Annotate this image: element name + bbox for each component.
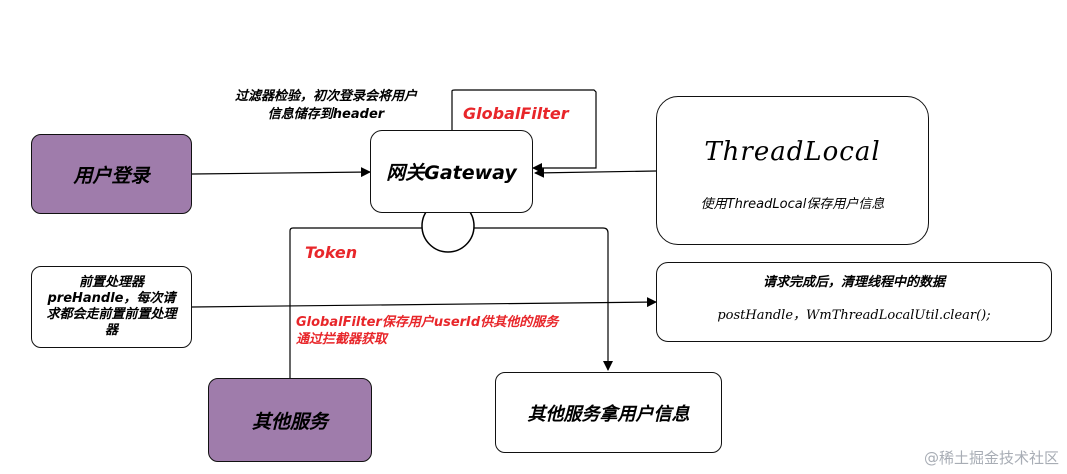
gateway-node: 网关Gateway bbox=[370, 130, 533, 213]
prehandle-to-posthandle-arrow bbox=[191, 297, 657, 308]
prehandle-node: 前置处理器preHandle，每次请求都会走前置前置处理器 bbox=[31, 266, 192, 348]
threadlocal-title: ThreadLocal bbox=[704, 137, 881, 167]
user-login-node: 用户登录 bbox=[31, 134, 192, 214]
prehandle-label: 前置处理器preHandle，每次请求都会走前置前置处理器 bbox=[46, 275, 177, 338]
globalfilter-note-line1: GlobalFilter保存用户userId供其他的服务 bbox=[296, 315, 559, 330]
other-service-get-label: 其他服务拿用户信息 bbox=[527, 403, 690, 425]
gateway-label: 网关Gateway bbox=[386, 162, 517, 184]
other-service-get-node: 其他服务拿用户信息 bbox=[495, 372, 722, 453]
globalfilter-loop-arrow bbox=[451, 89, 597, 173]
globalfilter-note-line2: 通过拦截器获取 bbox=[296, 332, 388, 347]
watermark: @稀土掘金技术社区 bbox=[923, 449, 1059, 467]
other-service-node: 其他服务 bbox=[208, 378, 372, 462]
login-to-gateway-arrow bbox=[191, 167, 371, 178]
user-login-label: 用户登录 bbox=[73, 164, 150, 187]
other-service-label: 其他服务 bbox=[251, 410, 328, 433]
globalfilter-label: GlobalFilter bbox=[463, 104, 569, 123]
threadlocal-node: ThreadLocal 使用ThreadLocal保存用户信息 bbox=[656, 96, 929, 245]
globalfilter-note: GlobalFilter保存用户userId供其他的服务 通过拦截器获取 bbox=[296, 314, 558, 348]
posthandle-node: 请求完成后，清理线程中的数据 postHandle，WmThreadLocalU… bbox=[656, 262, 1052, 342]
token-label: Token bbox=[305, 243, 358, 262]
posthandle-code: postHandle，WmThreadLocalUtil.clear(); bbox=[717, 308, 991, 323]
filter-note: 过滤器检验，初次登录会将用户 信息储存到header bbox=[206, 88, 446, 124]
threadlocal-desc: 使用ThreadLocal保存用户信息 bbox=[700, 197, 885, 212]
filter-note-line1: 过滤器检验，初次登录会将用户 bbox=[234, 89, 417, 104]
threadlocal-to-gateway-arrow bbox=[534, 167, 657, 178]
posthandle-title: 请求完成后，清理线程中的数据 bbox=[762, 275, 945, 290]
filter-note-line2: 信息储存到header bbox=[267, 107, 385, 122]
